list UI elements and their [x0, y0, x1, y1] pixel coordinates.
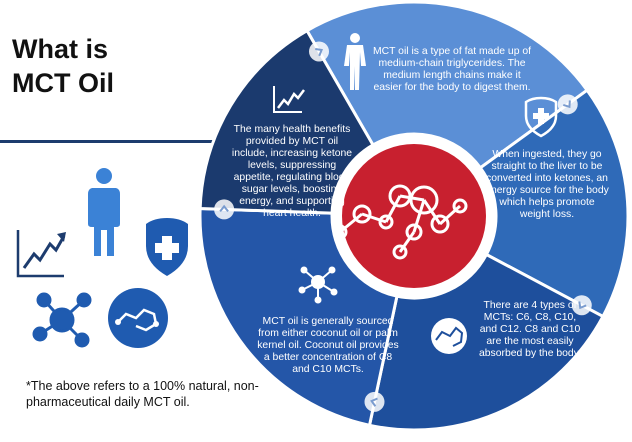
molecule-atom — [378, 214, 394, 230]
center-disc — [342, 144, 486, 288]
molecule-icon-bonds — [435, 326, 464, 347]
title-divider — [0, 140, 240, 143]
footnote: *The above refers to a 100% natural, non… — [26, 379, 259, 409]
molecule-bond — [361, 212, 387, 224]
molecule-atom — [430, 214, 450, 234]
chevron-badge — [364, 391, 385, 412]
chevron-badge — [557, 94, 578, 115]
network-molecule-icon — [311, 275, 325, 289]
chevron-icon — [578, 301, 587, 310]
human-body-icon — [88, 168, 120, 256]
chevron-icon — [370, 397, 378, 407]
chevron-badge — [214, 199, 235, 220]
chevron-icon — [563, 100, 571, 109]
network-node — [328, 266, 336, 274]
page-title: What is MCT Oil — [12, 32, 114, 100]
segment-types — [367, 252, 605, 432]
segment-text-ingestion: When ingested, they go straight to the l… — [485, 149, 609, 220]
molecule-atom — [352, 204, 372, 224]
shield-plus-icon — [524, 96, 558, 138]
molecule-atom — [332, 224, 348, 240]
molecule-icon — [108, 288, 168, 348]
segment-text-benefits: The many health benefits provided by MCT… — [231, 124, 353, 219]
molecule-atom — [388, 184, 412, 208]
segment-text-source: MCT oil is generally sourced from either… — [257, 316, 399, 375]
segment-text-types: There are 4 types of MCTs: C6, C8, C10, … — [478, 300, 582, 359]
network-node — [330, 288, 338, 296]
title-line-1: What is — [12, 34, 109, 64]
chevron-icon — [219, 204, 229, 212]
chevron-badge — [571, 295, 592, 316]
shield-plus-icon — [146, 218, 188, 276]
segment-definition — [304, 0, 590, 170]
human-body-icon — [344, 33, 366, 90]
segment-source — [198, 206, 399, 428]
molecule-atom — [392, 244, 408, 260]
trend-chart-icon — [16, 230, 66, 278]
segment-text-definition: MCT oil is a type of fat made up of medi… — [372, 46, 532, 93]
network-node — [298, 286, 306, 294]
molecule-atom — [409, 185, 439, 215]
segment-ingestion — [478, 88, 630, 319]
molecule-atom — [452, 198, 468, 214]
molecule-bond — [398, 231, 416, 253]
network-node — [300, 266, 308, 274]
segment-benefits — [198, 28, 376, 215]
chevron-badge — [309, 41, 329, 62]
network-node — [314, 296, 322, 304]
molecule-atom — [405, 223, 423, 241]
trend-chart-axes — [273, 86, 302, 113]
network-molecule-icon — [32, 292, 92, 348]
title-line-2: MCT Oil — [12, 68, 114, 98]
chevron-icon — [315, 48, 323, 57]
molecule-bond — [438, 204, 462, 226]
trend-chart-icon — [277, 89, 305, 109]
